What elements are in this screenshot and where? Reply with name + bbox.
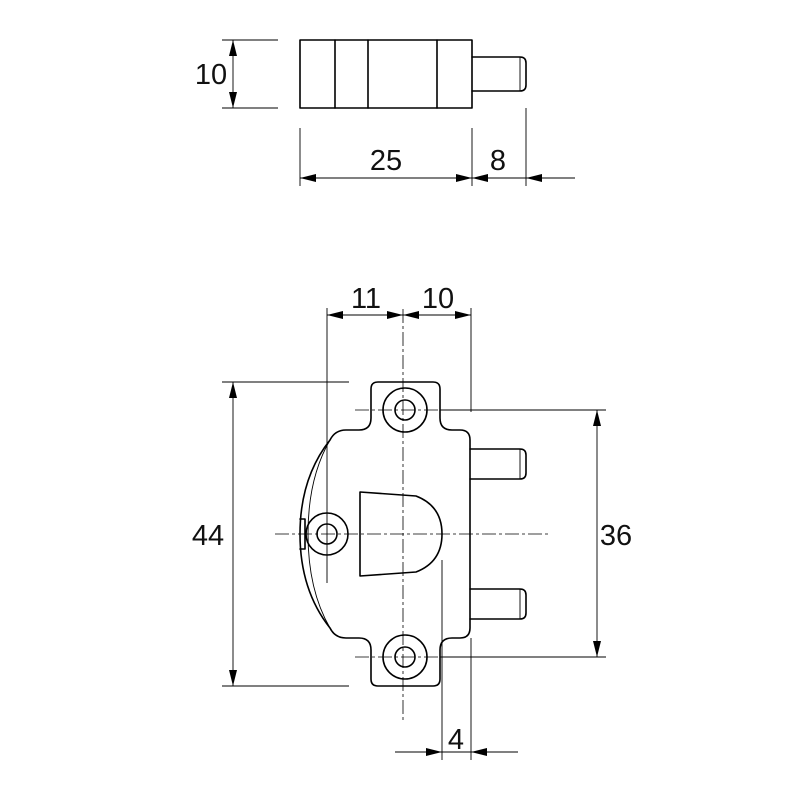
dimension-arrow xyxy=(387,311,403,319)
side-pin-lower xyxy=(469,588,527,620)
dimension-label-offset-10: 10 xyxy=(422,283,454,315)
dimension-arrow xyxy=(300,174,316,182)
dimension-label-height-10: 10 xyxy=(195,59,227,91)
dimension-arrow xyxy=(593,410,601,426)
dimension-arrow xyxy=(456,174,472,182)
dimension-arrow xyxy=(455,311,471,319)
top-body xyxy=(299,39,473,109)
dimension-arrow xyxy=(426,748,442,756)
dimension-arrow xyxy=(229,670,237,686)
dimension-label-offset-4: 4 xyxy=(448,724,464,756)
dimension-label-offset-11: 11 xyxy=(351,283,381,315)
dimension-label-length-8: 8 xyxy=(490,145,506,177)
dimension-arrow xyxy=(526,174,542,182)
dimension-label-spacing-36: 36 xyxy=(600,520,632,552)
side-pin-upper xyxy=(469,448,527,480)
dimension-arrow xyxy=(593,641,601,657)
dimension-arrow xyxy=(472,174,488,182)
front-view: 11 10 44 36 4 xyxy=(192,283,632,760)
dimension-arrow xyxy=(229,382,237,398)
bracket-outline xyxy=(299,381,471,687)
dimension-arrow xyxy=(229,40,237,56)
dimension-arrow xyxy=(403,311,419,319)
top-view: 10 25 8 xyxy=(195,39,575,186)
top-pin xyxy=(471,56,527,92)
dimension-arrow xyxy=(327,311,343,319)
dimension-arrow xyxy=(471,748,487,756)
dimension-arrow xyxy=(229,92,237,108)
dimension-label-height-44: 44 xyxy=(192,520,224,552)
dimension-label-length-25: 25 xyxy=(370,145,402,177)
